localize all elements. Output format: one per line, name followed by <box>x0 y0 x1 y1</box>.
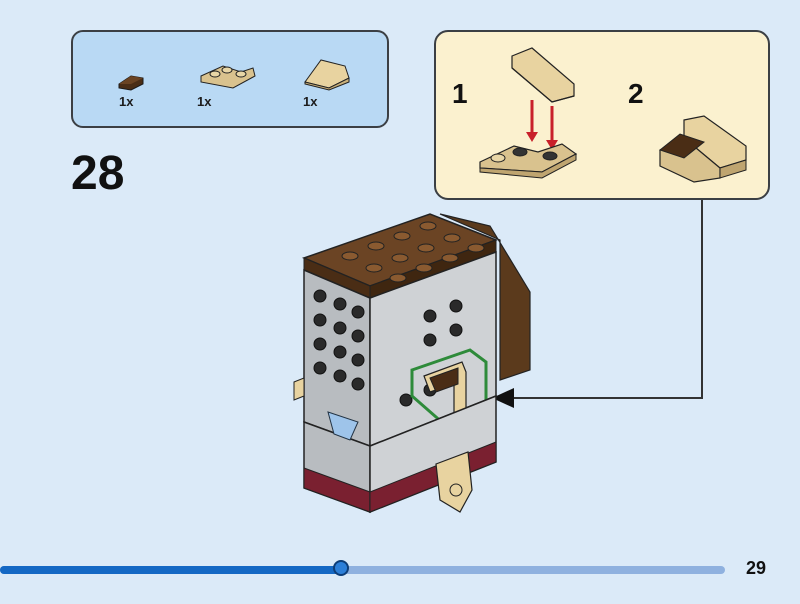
substep-label: 2 <box>628 78 644 109</box>
substep-1-illustration <box>479 47 578 179</box>
parts-list-panel: 1x 1x 1x <box>71 30 389 128</box>
tan-slope-brick-icon <box>304 59 350 91</box>
part-qty: 1x <box>119 94 134 109</box>
substep-label: 1 <box>452 78 468 109</box>
progress-knob[interactable] <box>333 560 349 576</box>
part-qty: 1x <box>303 94 318 109</box>
progress-fill <box>0 566 341 574</box>
page-number: 29 <box>746 558 767 578</box>
brown-wedge-tile-icon <box>118 75 144 91</box>
part-qty: 1x <box>197 94 212 109</box>
substep-2-illustration <box>658 115 747 183</box>
tan-corner-plate-icon <box>200 65 256 89</box>
subassembly-panel: 1 2 <box>434 30 770 200</box>
progress-bar <box>0 560 725 576</box>
callout-connector <box>492 200 703 408</box>
brickheadz-model-illustration <box>293 213 531 514</box>
step-number: 28 <box>71 147 125 200</box>
